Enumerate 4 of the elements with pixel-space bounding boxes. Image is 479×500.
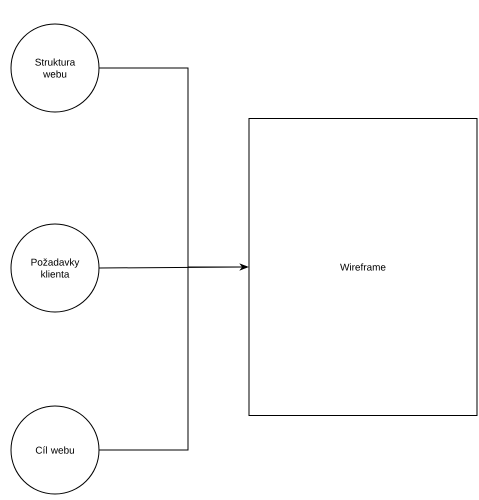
circle-node: Požadavky klienta (10, 224, 100, 312)
circle-node: Cíl webu (10, 406, 100, 494)
process-box: Wireframe (248, 118, 478, 416)
circle-node: Struktura webu (10, 24, 100, 112)
